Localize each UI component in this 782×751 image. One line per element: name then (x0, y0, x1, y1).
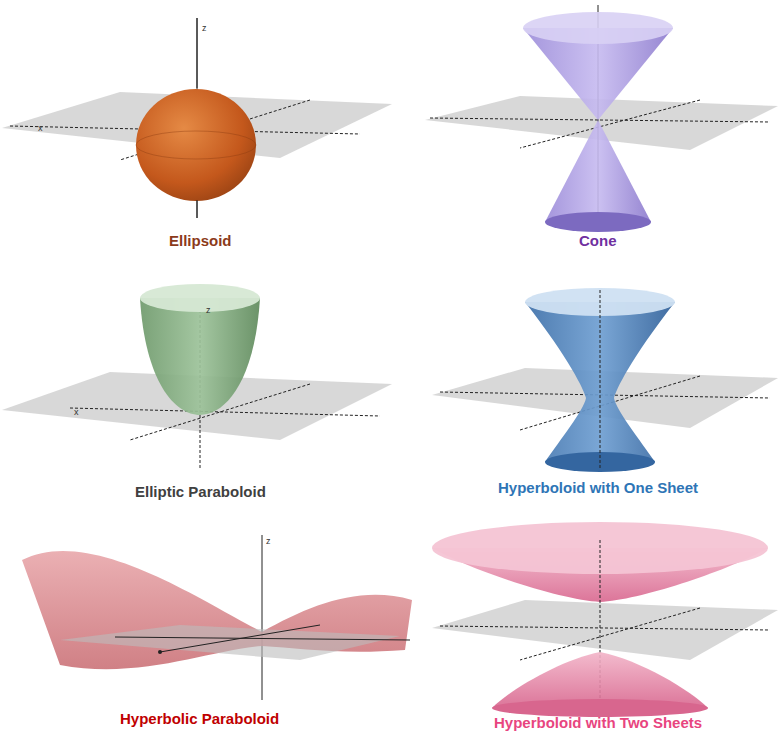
hyperboloid-two-sheets-figure (432, 522, 778, 717)
axis-letter: z (206, 305, 211, 315)
surface-caption: Cone (579, 232, 617, 249)
axis-letter: z (266, 536, 271, 546)
elliptic-paraboloid-figure (2, 284, 392, 468)
surface-caption: Elliptic Paraboloid (135, 483, 266, 500)
surface-caption: Hyperboloid with One Sheet (498, 479, 698, 496)
surface-caption: Hyperbolic Paraboloid (120, 710, 279, 727)
axis-letter: x (38, 123, 43, 133)
axis-letter: x (74, 407, 79, 417)
surface-caption: Hyperboloid with Two Sheets (494, 714, 702, 731)
axis-letter: z (202, 23, 207, 33)
hyperboloid-one-sheet-figure (432, 288, 778, 472)
ellipsoid-figure (2, 18, 392, 218)
surface-caption: Ellipsoid (169, 232, 232, 249)
cone-figure (425, 5, 778, 232)
hyperbolic-paraboloid-figure (22, 535, 412, 700)
